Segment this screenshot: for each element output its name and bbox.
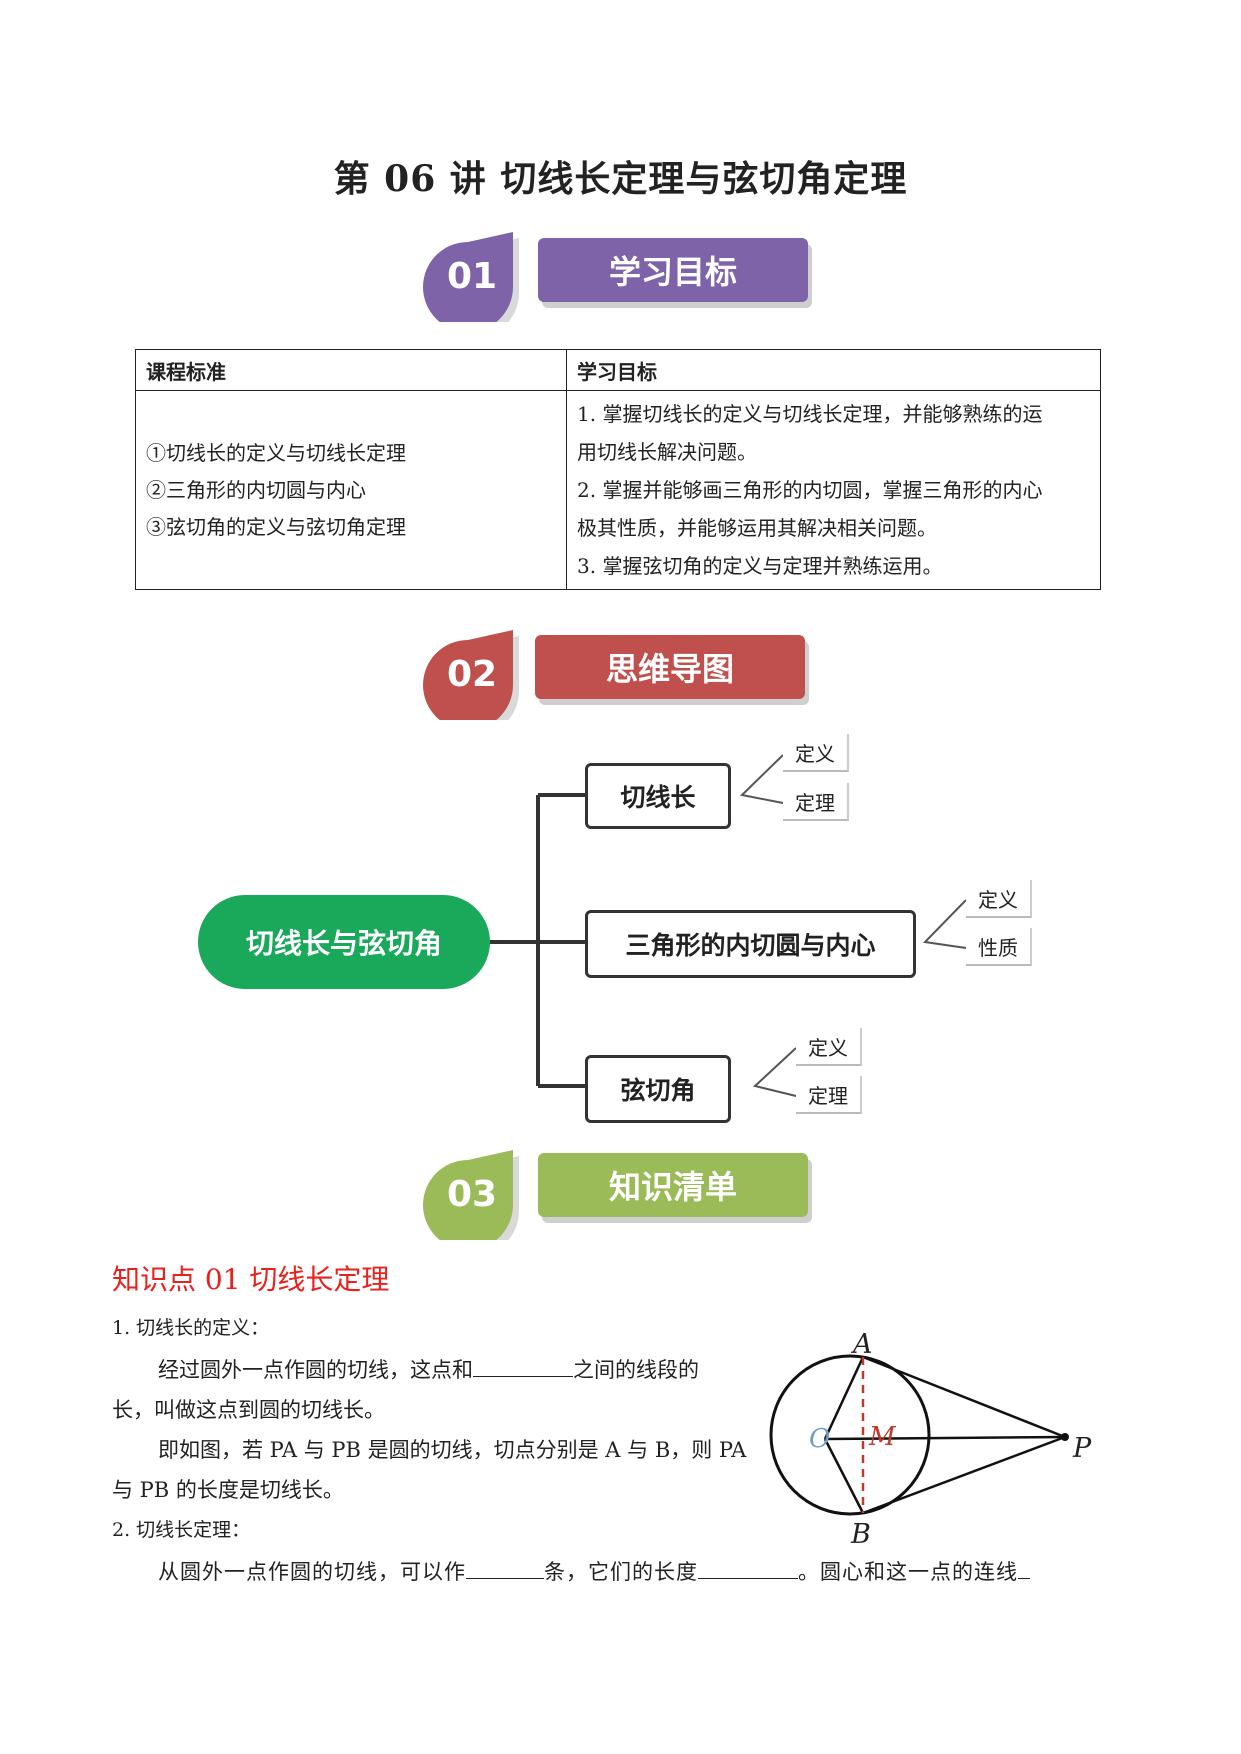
theorem-text: 从圆外一点作圆的切线，可以作 [158, 1560, 466, 1584]
mindmap-root: 切线长与弦切角 [198, 895, 490, 989]
knowledge-point-title: 知识点 01 切线长定理 [112, 1263, 390, 1296]
standard-line: ②三角形的内切圆与内心 [146, 477, 366, 502]
standards-table: 课程标准 学习目标 ①切线长的定义与切线长定理 ②三角形的内切圆与内心 ③弦切角… [135, 349, 1101, 590]
theorem-text: 条，它们的长度 [544, 1560, 698, 1584]
fill-blank[interactable] [473, 1352, 573, 1377]
section-03-badge: 03 [423, 1150, 519, 1240]
mindmap-leaf: 性质 [966, 928, 1032, 966]
point-label-p: P [1072, 1433, 1092, 1464]
definition-line-2: 长，叫做这点到圆的切线长。 [112, 1398, 385, 1422]
mindmap-branch-tangent-length: 切线长 [585, 763, 731, 829]
definition-heading: 1. 切线长的定义： [112, 1317, 270, 1339]
fill-blank[interactable] [698, 1554, 798, 1579]
goal-line: 极其性质，并能够运用其解决相关问题。 [577, 516, 937, 540]
figure-description-line-1: 即如图，若 PA 与 PB 是圆的切线，切点分别是 A 与 B，则 PA [158, 1438, 747, 1462]
goal-line: 3. 掌握弦切角的定义与定理并熟练运用。 [577, 554, 943, 578]
fill-blank[interactable] [466, 1554, 544, 1579]
mindmap-branch-incircle: 三角形的内切圆与内心 [585, 910, 916, 978]
section-02-number: 02 [447, 654, 497, 695]
section-02-label: 思维导图 [535, 635, 805, 699]
page-title: 第 06 讲 切线长定理与弦切角定理 [333, 158, 908, 200]
goal-line: 1. 掌握切线长的定义与切线长定理，并能够熟练的运 [577, 402, 1043, 426]
point-label-a: A [850, 1329, 873, 1360]
goals-cell: 1. 掌握切线长的定义与切线长定理，并能够熟练的运 用切线长解决问题。 2. 掌… [566, 390, 1101, 590]
tangent-length-figure: A B O M P [769, 1329, 1092, 1550]
mindmap-leaf: 定理 [783, 783, 849, 821]
goal-line: 用切线长解决问题。 [577, 440, 757, 464]
table-header-standard: 课程标准 [135, 349, 567, 391]
section-02-badge: 02 [423, 630, 519, 720]
section-01-number: 01 [447, 256, 497, 297]
section-03-number: 03 [447, 1174, 497, 1215]
theorem-text: 。圆心和这一点的连线 [798, 1560, 1018, 1584]
mindmap-leaf: 定义 [966, 880, 1032, 918]
standard-line: ③弦切角的定义与弦切角定理 [146, 514, 406, 539]
definition-text: 经过圆外一点作圆的切线，这点和 [158, 1358, 473, 1382]
mindmap-branch-chord-tangent-angle: 弦切角 [585, 1055, 731, 1123]
figure-description-line-2: 与 PB 的长度是切线长。 [112, 1478, 344, 1502]
section-01-badge: 01 [423, 232, 519, 322]
theorem-line: 从圆外一点作圆的切线，可以作 条，它们的长度 。圆心和这一点的连线 [158, 1552, 1030, 1592]
point-label-o: O [809, 1424, 830, 1454]
section-01-label: 学习目标 [538, 238, 808, 302]
goal-line: 2. 掌握并能够画三角形的内切圆，掌握三角形的内心 [577, 478, 1043, 502]
definition-text: 之间的线段的 [573, 1358, 699, 1382]
fill-blank[interactable] [1018, 1554, 1030, 1579]
table-header-goal: 学习目标 [566, 349, 1101, 391]
mindmap-leaf: 定义 [783, 734, 849, 772]
mindmap-leaf: 定理 [796, 1076, 862, 1114]
mindmap-leaf: 定义 [796, 1028, 862, 1066]
definition-line-1: 经过圆外一点作圆的切线，这点和 之间的线段的 [158, 1350, 699, 1390]
point-label-m: M [868, 1422, 897, 1452]
point-label-b: B [850, 1519, 871, 1550]
standards-cell: ①切线长的定义与切线长定理 ②三角形的内切圆与内心 ③弦切角的定义与弦切角定理 [135, 390, 567, 590]
section-03-label: 知识清单 [538, 1153, 808, 1217]
theorem-heading: 2. 切线长定理： [112, 1519, 251, 1541]
standard-line: ①切线长的定义与切线长定理 [146, 440, 406, 465]
